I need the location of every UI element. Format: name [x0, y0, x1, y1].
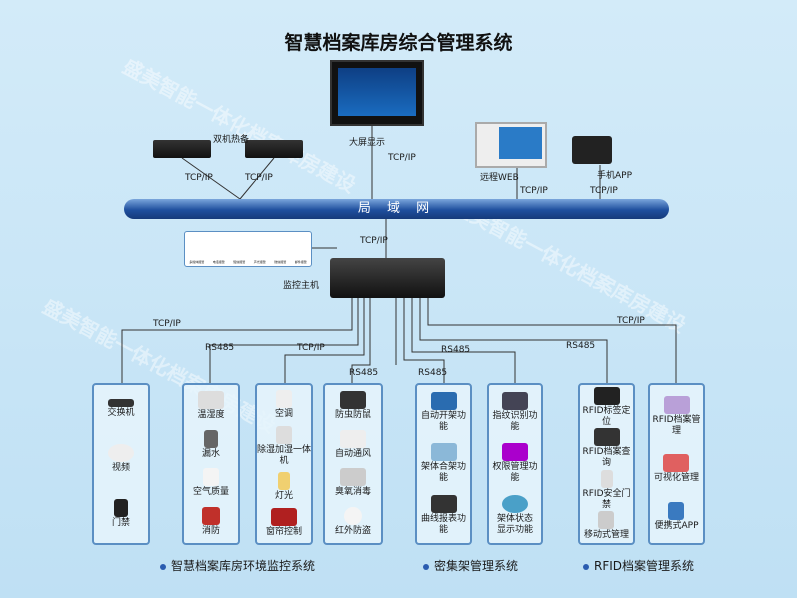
item-label: 防虫防鼠	[334, 410, 371, 421]
system-label-shelf: 密集架管理系统	[423, 557, 518, 574]
alarm-label: 声光报警	[253, 260, 266, 264]
tcp-label: TCP/IP	[520, 186, 548, 196]
page-title: 智慧档案库房综合管理系统	[284, 32, 513, 54]
rs485-label: RS485	[418, 368, 448, 378]
tcp-label: TCP/IP	[185, 173, 213, 183]
tcp-label: TCP/IP	[297, 343, 325, 353]
server-icon	[245, 140, 303, 158]
remote-web-label: 远程WEB	[480, 173, 519, 183]
tcp-label: TCP/IP	[245, 173, 273, 183]
item-label: 红外防盗	[334, 525, 371, 536]
rfid-box-2: RFID档案管理 可视化管理 便携式APP	[648, 383, 705, 545]
item-label: 空调	[274, 408, 293, 419]
monitor-host-label: 监控主机	[283, 281, 320, 291]
alarm-panel: 多媒体报警 电话报警 短信报警 声光报警 微信报警 邮件报警	[184, 231, 312, 267]
system-label-rfid: RFID档案管理系统	[583, 557, 694, 574]
tcp-label: TCP/IP	[617, 316, 645, 326]
item-label: 权限管理功能	[492, 462, 538, 484]
rs485-label: RS485	[441, 345, 471, 355]
item-label: RFID安全门禁	[582, 488, 631, 510]
rfid-box-1: RFID标签定位 RFID档案查询 RFID安全门禁 移动式管理	[578, 383, 635, 545]
environment-box: 温湿度 漏水 空气质量 消防	[182, 383, 240, 545]
item-label: RFID档案查询	[582, 447, 631, 469]
system-text: RFID档案管理系统	[594, 559, 695, 573]
item-label: 窗帘控制	[265, 527, 302, 538]
alarm-label: 短信报警	[233, 260, 246, 264]
security-box: 交换机 视频 门禁	[92, 383, 150, 545]
item-label: 消防	[201, 525, 220, 536]
item-label: 除湿加湿一体机	[257, 444, 312, 466]
item-label: 架体状态显示功能	[496, 513, 533, 535]
system-label-environment: 智慧档案库房环境监控系统	[160, 557, 315, 574]
mobile-app-label: 手机APP	[597, 171, 633, 181]
alarm-label: 邮件报警	[294, 260, 307, 264]
item-label: 便携式APP	[654, 521, 699, 532]
item-label: 指纹识别功能	[492, 411, 538, 433]
item-label: RFID档案管理	[652, 414, 701, 436]
monitor-host-icon	[330, 258, 445, 298]
bullet-icon	[423, 563, 429, 570]
system-text: 智慧档案库房环境监控系统	[171, 559, 316, 573]
dual-hot-standby-label: 双机热备	[213, 135, 250, 145]
tcp-label: TCP/IP	[360, 236, 388, 246]
shelf-box-1: 自动开架功能 架体合架功能 曲线报表功能	[415, 383, 472, 545]
item-label: 视频	[111, 462, 130, 473]
tcp-label: TCP/IP	[590, 186, 618, 196]
alarm-label: 多媒体报警	[189, 260, 205, 264]
control-box: 空调 除湿加湿一体机 灯光 窗帘控制	[255, 383, 313, 545]
alarm-label: 微信报警	[274, 260, 287, 264]
rs485-label: RS485	[349, 368, 379, 378]
item-label: 门禁	[111, 517, 130, 528]
tcp-label: TCP/IP	[153, 319, 181, 329]
item-label: 漏水	[201, 448, 220, 459]
item-label: 温湿度	[197, 410, 225, 421]
item-label: 自动开架功能	[420, 411, 466, 433]
server-icon	[153, 140, 211, 158]
bullet-icon	[583, 563, 589, 570]
computer-icon	[475, 122, 547, 168]
item-label: 灯光	[274, 491, 293, 502]
item-label: 自动通风	[334, 448, 371, 459]
system-text: 密集架管理系统	[434, 559, 519, 573]
protection-box: 防虫防鼠 自动通风 臭氧消毒 红外防盗	[323, 383, 383, 545]
item-label: RFID标签定位	[582, 406, 631, 428]
item-label: 移动式管理	[583, 529, 629, 540]
item-label: 可视化管理	[653, 473, 699, 484]
item-label: 架体合架功能	[420, 462, 466, 484]
rs485-label: RS485	[566, 341, 596, 351]
item-label: 交换机	[107, 408, 135, 419]
shelf-box-2: 指纹识别功能 权限管理功能 架体状态显示功能	[487, 383, 543, 545]
phone-icon	[572, 136, 612, 164]
big-screen-label: 大屏显示	[349, 138, 386, 148]
item-label: 臭氧消毒	[334, 487, 371, 498]
alarm-label: 电话报警	[212, 260, 225, 264]
item-label: 空气质量	[192, 487, 229, 498]
tcp-label: TCP/IP	[388, 153, 416, 163]
lan-bus: 局 域 网	[124, 199, 669, 219]
rs485-label: RS485	[205, 343, 235, 353]
bullet-icon	[160, 563, 166, 570]
item-label: 曲线报表功能	[420, 513, 466, 535]
big-screen-icon	[330, 60, 424, 126]
